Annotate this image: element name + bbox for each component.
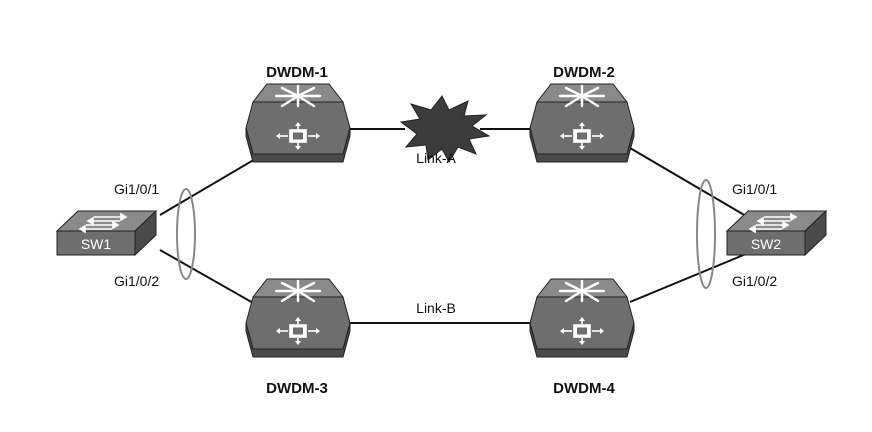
- dwdm-2-device[interactable]: [528, 82, 636, 164]
- link-dwdm2-sw2: [629, 147, 747, 217]
- sw2-device[interactable]: SW2: [726, 210, 827, 256]
- sw1-label: SW1: [81, 236, 112, 252]
- dwdm-4-device[interactable]: [528, 277, 636, 359]
- link-sw1-dwdm1: [159, 154, 263, 216]
- link-sw1-dwdm3: [159, 249, 263, 309]
- dwdm-1-device[interactable]: [244, 82, 352, 164]
- sw2-port-gi1-0-2: Gi1/0/2: [732, 273, 777, 289]
- link-dwdm4-sw2: [629, 253, 747, 303]
- dwdm-3-device[interactable]: [244, 277, 352, 359]
- optical-dwdm-icon: [244, 82, 352, 164]
- sw2-label: SW2: [751, 236, 782, 252]
- sw1-etherchannel-oval-icon: [176, 188, 196, 280]
- sw1-port-gi1-0-2: Gi1/0/2: [114, 273, 159, 289]
- dwdm-1-title: DWDM-1: [266, 64, 328, 81]
- optical-dwdm-icon: [244, 277, 352, 359]
- link-b-label: Link-B: [416, 300, 456, 316]
- sw1-device[interactable]: SW1: [56, 210, 157, 256]
- optical-dwdm-icon: [528, 82, 636, 164]
- link-failure-burst-icon: [399, 95, 491, 164]
- dwdm-4-title: DWDM-4: [553, 380, 615, 397]
- sw2-port-gi1-0-1: Gi1/0/1: [732, 181, 777, 197]
- dwdm-2-title: DWDM-2: [553, 64, 615, 81]
- dwdm-3-title: DWDM-3: [266, 380, 328, 397]
- sw2-etherchannel-oval-icon: [696, 179, 716, 289]
- optical-dwdm-icon: [528, 277, 636, 359]
- link-a-label: Link-A: [416, 150, 456, 166]
- sw1-port-gi1-0-1: Gi1/0/1: [114, 181, 159, 197]
